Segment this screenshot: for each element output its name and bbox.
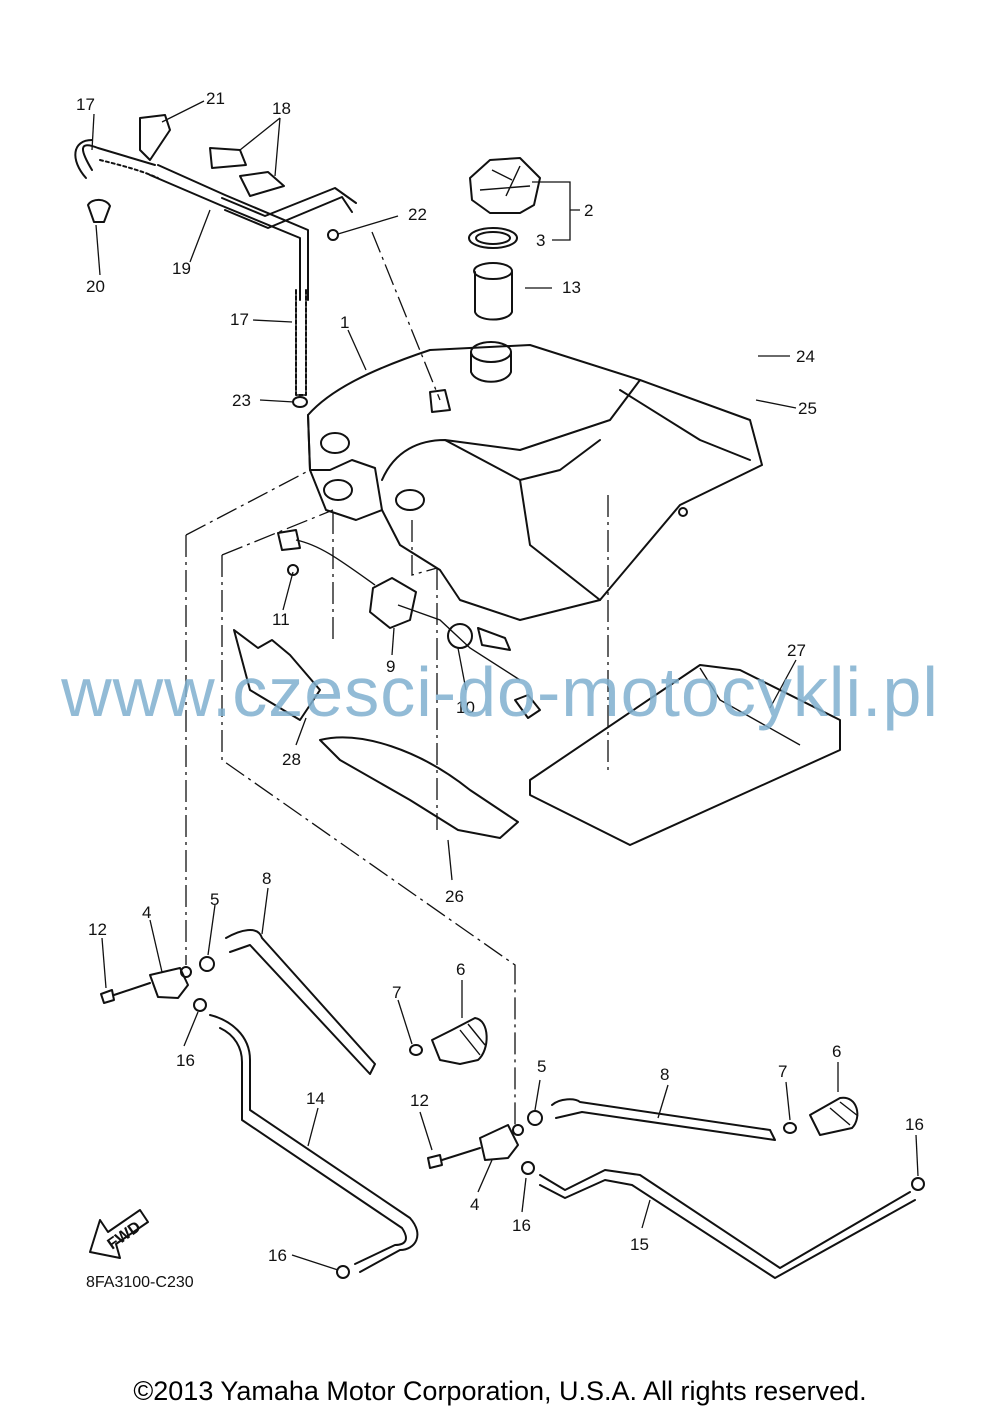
callout-24: 24 — [796, 347, 815, 366]
watermark: www.czesci-do-motocykli.pl — [61, 653, 939, 731]
callout-18: 18 — [272, 99, 291, 118]
callout-17b: 17 — [230, 310, 249, 329]
callout-26: 26 — [445, 887, 464, 906]
callout-12a: 12 — [88, 920, 107, 939]
callout-2: 2 — [584, 201, 593, 220]
callout-4b: 4 — [470, 1195, 479, 1214]
callout-8b: 8 — [660, 1065, 669, 1084]
fwd-arrow: FWD — [89, 1209, 149, 1259]
callout-labels: 17 21 18 22 2 3 13 19 20 17 1 24 23 25 1… — [76, 89, 924, 1265]
callout-28: 28 — [282, 750, 301, 769]
callout-7a: 7 — [392, 983, 401, 1002]
callout-16c: 16 — [512, 1216, 531, 1235]
assembly-lines — [185, 231, 609, 1125]
callout-1: 1 — [340, 313, 349, 332]
tank-protectors — [233, 629, 841, 846]
callout-16a: 16 — [176, 1051, 195, 1070]
callout-21: 21 — [206, 89, 225, 108]
callout-12b: 12 — [410, 1091, 429, 1110]
left-fuel-cock-set — [100, 929, 488, 1279]
callout-5b: 5 — [537, 1057, 546, 1076]
leader-lines — [91, 100, 919, 1271]
callout-14: 14 — [306, 1089, 325, 1108]
callout-6b: 6 — [832, 1042, 841, 1061]
callout-10: 10 — [456, 698, 475, 717]
callout-5a: 5 — [210, 890, 219, 909]
callout-7b: 7 — [778, 1062, 787, 1081]
copyright-notice: ©2013 Yamaha Motor Corporation, U.S.A. A… — [133, 1376, 867, 1406]
callout-17a: 17 — [76, 95, 95, 114]
callout-13: 13 — [562, 278, 581, 297]
callout-11: 11 — [272, 610, 290, 629]
callout-22: 22 — [408, 205, 427, 224]
callout-8a: 8 — [262, 869, 271, 888]
right-fuel-cock-set — [427, 1096, 925, 1279]
callout-16b: 16 — [905, 1115, 924, 1134]
fuel-pump-assembly — [277, 529, 541, 719]
callout-25: 25 — [798, 399, 817, 418]
callout-4a: 4 — [142, 903, 151, 922]
fuel-cap-assembly — [468, 157, 541, 321]
callout-15: 15 — [630, 1235, 649, 1254]
callout-19: 19 — [172, 259, 191, 278]
callout-6a: 6 — [456, 960, 465, 979]
callout-20: 20 — [86, 277, 105, 296]
fuel-tank — [307, 341, 763, 621]
callout-23: 23 — [232, 391, 251, 410]
callout-27: 27 — [787, 641, 806, 660]
diagram-code: 8FA3100-C230 — [86, 1274, 194, 1291]
breather-hose-assembly — [74, 114, 357, 408]
callout-9: 9 — [386, 657, 395, 676]
callout-3: 3 — [536, 231, 545, 250]
fwd-label: FWD — [104, 1218, 144, 1253]
callout-16d: 16 — [268, 1246, 287, 1265]
